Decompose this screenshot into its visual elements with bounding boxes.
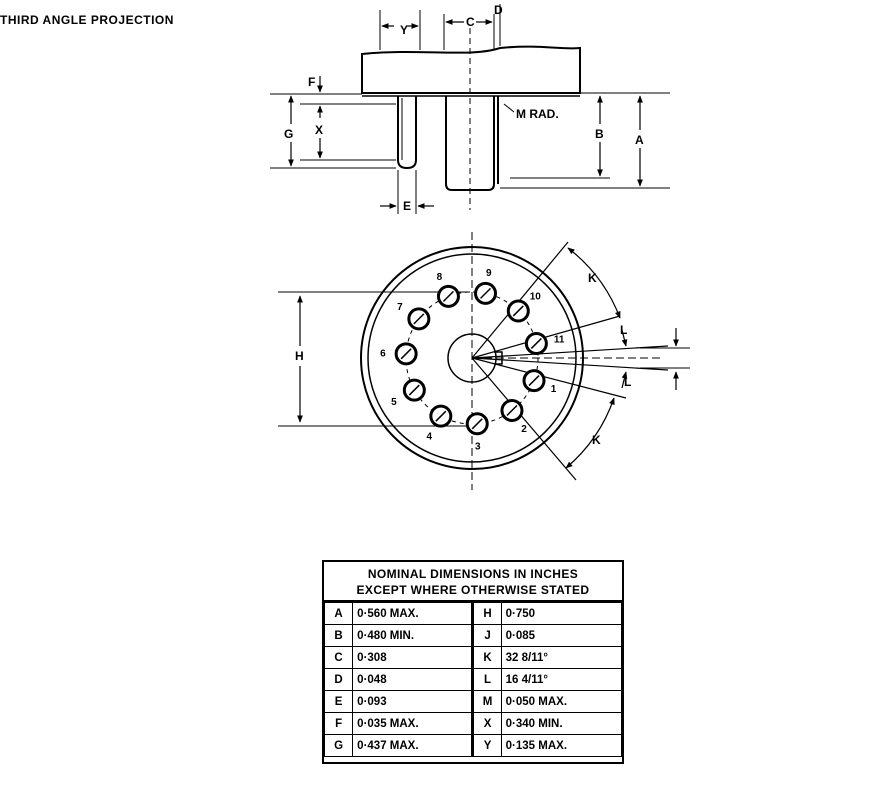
plan-view — [278, 232, 690, 490]
pin-number: 11 — [554, 335, 565, 346]
dimension-value: 0·308 — [352, 646, 474, 669]
label-m-rad: M RAD. — [516, 107, 559, 121]
label-l-bottom: L — [624, 375, 631, 389]
side-view-labels: Y C D F G X E B A M RAD. — [284, 3, 644, 213]
pin-number: 7 — [397, 302, 403, 313]
table-header-line1: NOMINAL DIMENSIONS IN INCHES — [367, 567, 579, 581]
pin-hole: 4 — [426, 404, 453, 443]
dimension-key: B — [323, 624, 354, 647]
pin-number: 10 — [530, 291, 542, 302]
dimension-key: X — [471, 712, 502, 735]
label-k-top: K — [588, 271, 597, 285]
dimension-key: M — [471, 690, 502, 713]
dimension-value: 0·135 MAX. — [500, 734, 623, 757]
k-arc-bottom — [565, 397, 615, 469]
pin-hole: 8 — [437, 272, 460, 308]
pin-hole: 1 — [522, 369, 557, 395]
label-l-top: L — [620, 323, 627, 337]
dimension-key: J — [471, 624, 502, 647]
pin-hole: 11 — [524, 331, 565, 355]
pin-hole: 5 — [391, 378, 426, 408]
pin-hole: 9 — [474, 268, 498, 305]
dimension-value: 16 4/11° — [500, 668, 623, 691]
pin-hole: 2 — [500, 399, 527, 435]
dimension-key: D — [323, 668, 354, 691]
dimension-value: 0·093 — [352, 690, 474, 713]
pin-number: 4 — [426, 432, 432, 443]
dimension-key: K — [471, 646, 502, 669]
label-f: F — [308, 75, 315, 89]
dimension-value: 0·560 MAX. — [352, 602, 474, 625]
spigot-key-notch — [494, 351, 503, 365]
pin-hole: 6 — [380, 342, 418, 366]
pin-number: 1 — [551, 384, 557, 395]
label-g: G — [284, 127, 293, 141]
pin-hole: 3 — [465, 412, 489, 453]
pin-number: 2 — [521, 424, 527, 435]
dimension-key: A — [323, 602, 354, 625]
label-d: D — [494, 3, 503, 17]
dimension-value: 0·048 — [352, 668, 474, 691]
plan-view-labels: H K K L L — [295, 271, 631, 447]
dimension-value: 0·050 MAX. — [500, 690, 623, 713]
table-header: NOMINAL DIMENSIONS IN INCHES EXCEPT WHER… — [324, 562, 622, 602]
dimension-key: L — [471, 668, 502, 691]
dimension-value: 0·480 MIN. — [352, 624, 474, 647]
base-flange — [361, 45, 581, 94]
dimension-value: 0·085 — [500, 624, 623, 647]
dimension-key: C — [323, 646, 354, 669]
label-c: C — [466, 15, 475, 29]
projection-title: THIRD ANGLE PROJECTION — [0, 13, 174, 27]
pin-number: 5 — [391, 397, 397, 408]
side-view — [270, 4, 670, 214]
label-a: A — [635, 133, 644, 147]
dimension-value: 0·437 MAX. — [352, 734, 474, 757]
label-e: E — [403, 199, 411, 213]
dimension-key: H — [471, 602, 502, 625]
label-h: H — [295, 349, 304, 363]
pin-number: 8 — [437, 272, 443, 283]
label-k-bottom: K — [592, 433, 601, 447]
dimension-key: Y — [471, 734, 502, 757]
dimensions-table: NOMINAL DIMENSIONS IN INCHES EXCEPT WHER… — [322, 560, 624, 764]
k-arc-top — [567, 247, 621, 319]
dimension-value: 0·035 MAX. — [352, 712, 474, 735]
dimension-key: E — [323, 690, 354, 713]
pin-number: 3 — [475, 442, 481, 453]
pin-layer: 1 2 3 4 5 6 7 8 9 10 11 — [380, 268, 565, 453]
pin-hole: 10 — [506, 291, 542, 323]
dimension-value: 32 8/11° — [500, 646, 623, 669]
pin — [397, 96, 417, 170]
label-b: B — [595, 127, 604, 141]
pin-hole: 7 — [397, 302, 431, 331]
label-x: X — [315, 123, 323, 137]
dimension-key: G — [323, 734, 354, 757]
dimension-value: 0·340 MIN. — [500, 712, 623, 735]
table-header-line2: EXCEPT WHERE OTHERWISE STATED — [356, 583, 590, 597]
pin-number: 6 — [380, 348, 386, 359]
dimension-value: 0·750 — [500, 602, 623, 625]
label-y: Y — [400, 23, 408, 37]
dimension-key: F — [323, 712, 354, 735]
pin-number: 9 — [486, 268, 492, 279]
